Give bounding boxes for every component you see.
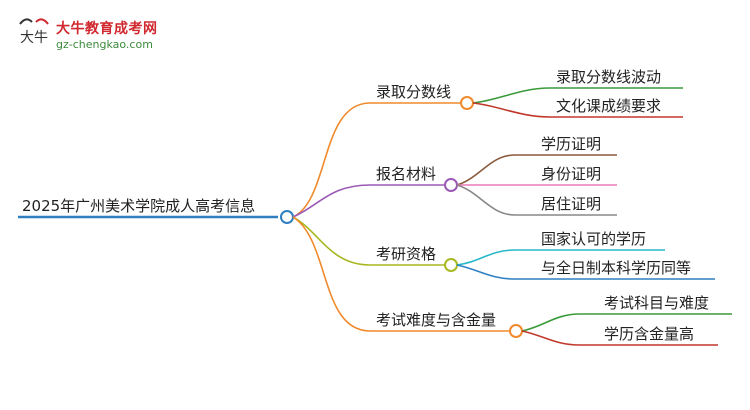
connector-branch-2-child-1 (456, 264, 715, 280)
logo-url: gz-chengkao.com (56, 38, 153, 51)
branch-2-label: 考研资格 (376, 245, 436, 263)
branch-0-child-0-label: 录取分数线波动 (556, 68, 661, 86)
branch-1-node-circle[interactable] (444, 178, 458, 192)
branch-1-child-2-label: 居住证明 (541, 195, 601, 213)
root-node-circle[interactable] (280, 210, 294, 224)
branch-1-child-1-label: 身份证明 (541, 165, 601, 183)
branch-0-child-1-label: 文化课成绩要求 (556, 97, 661, 115)
branch-2-node-circle[interactable] (444, 258, 458, 272)
connector-root-branch-1 (292, 184, 445, 218)
connector-root-branch-2 (292, 216, 445, 266)
branch-0-node-circle[interactable] (460, 96, 474, 110)
connector-branch-3-child-1 (521, 330, 718, 346)
site-logo[interactable]: 大牛 大牛教育成考网 gz-chengkao.com (16, 14, 176, 54)
connector-branch-1-child-2 (456, 184, 617, 216)
connector-branch-1-child-0 (456, 154, 617, 186)
connector-root-branch-3 (292, 216, 510, 332)
bull-logo-icon: 大牛 (19, 18, 49, 46)
logo-title: 大牛教育成考网 (56, 21, 158, 37)
connector-branch-3-child-0 (521, 313, 732, 332)
branch-3-label: 考试难度与含金量 (376, 311, 496, 329)
connector-branch-0-child-1 (472, 102, 683, 118)
branch-3-child-1-label: 学历含金量高 (604, 325, 694, 343)
connector-root-branch-0 (292, 102, 466, 218)
connector-branch-0-child-0 (472, 87, 683, 104)
logo-mark-text: 大牛 (20, 30, 48, 46)
branch-1-label: 报名材料 (376, 165, 436, 183)
branch-3-node-circle[interactable] (509, 324, 523, 338)
connector-branch-2-child-0 (456, 249, 665, 266)
branch-0-label: 录取分数线 (376, 83, 451, 101)
branch-1-child-0-label: 学历证明 (541, 135, 601, 153)
root-label: 2025年广州美术学院成人高考信息 (22, 197, 255, 215)
branch-3-child-0-label: 考试科目与难度 (604, 294, 709, 312)
branch-2-child-1-label: 与全日制本科学历同等 (541, 259, 691, 277)
branch-2-child-0-label: 国家认可的学历 (541, 230, 646, 248)
